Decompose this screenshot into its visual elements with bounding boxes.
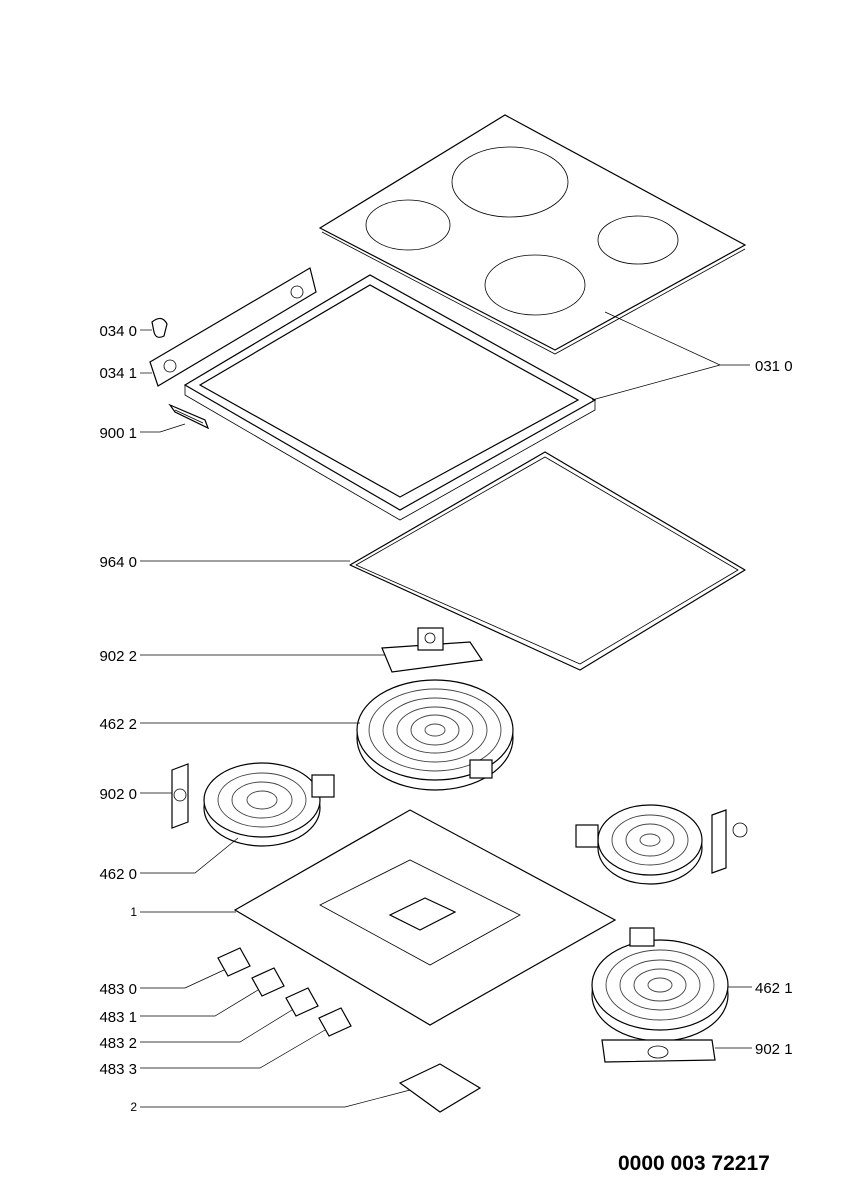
cooktop-frame[interactable] — [183, 274, 597, 521]
part-label-483-0: 483 0 — [99, 981, 137, 998]
heater-bracket-2[interactable] — [381, 627, 484, 673]
part-label-902-1: 902 1 — [755, 1041, 793, 1058]
radiant-heater-medium[interactable] — [591, 927, 729, 1042]
heater-bracket-1[interactable] — [601, 1039, 716, 1063]
part-label-902-0: 902 0 — [99, 786, 137, 803]
radiant-heater-small-left[interactable] — [203, 762, 335, 847]
part-label-483-1: 483 1 — [99, 1009, 137, 1026]
part-label-964-0: 964 0 — [99, 554, 137, 571]
base-plate[interactable] — [233, 809, 617, 1026]
clip[interactable] — [151, 317, 168, 338]
leader-lines — [140, 311, 752, 1108]
part-label-900-1: 900 1 — [99, 425, 137, 442]
part-label-483-3: 483 3 — [99, 1061, 137, 1078]
part-label-2: 2 — [130, 1100, 137, 1114]
radiant-heater-large[interactable] — [356, 679, 514, 791]
part-label-034-1: 034 1 — [99, 365, 137, 382]
cover-plate[interactable] — [398, 1063, 482, 1113]
gasket[interactable] — [349, 451, 746, 671]
glass-ceramic-top[interactable] — [318, 114, 747, 355]
part-label-902-2: 902 2 — [99, 648, 137, 665]
part-label-034-0: 034 0 — [99, 323, 137, 340]
part-label-462-1: 462 1 — [755, 980, 793, 997]
part-label-031-0: 031 0 — [755, 358, 793, 375]
side-bracket[interactable] — [149, 267, 317, 387]
part-label-462-0: 462 0 — [99, 866, 137, 883]
heater-bracket-0[interactable] — [171, 763, 189, 829]
terminal-blocks[interactable] — [217, 947, 352, 1037]
connector-holder[interactable] — [168, 403, 210, 430]
part-label-462-2: 462 2 — [99, 716, 137, 733]
document-number: 0000 003 72217 — [618, 1152, 770, 1175]
part-label-1: 1 — [130, 905, 137, 919]
radiant-heater-small-right[interactable] — [575, 804, 748, 885]
part-label-483-2: 483 2 — [99, 1035, 137, 1052]
